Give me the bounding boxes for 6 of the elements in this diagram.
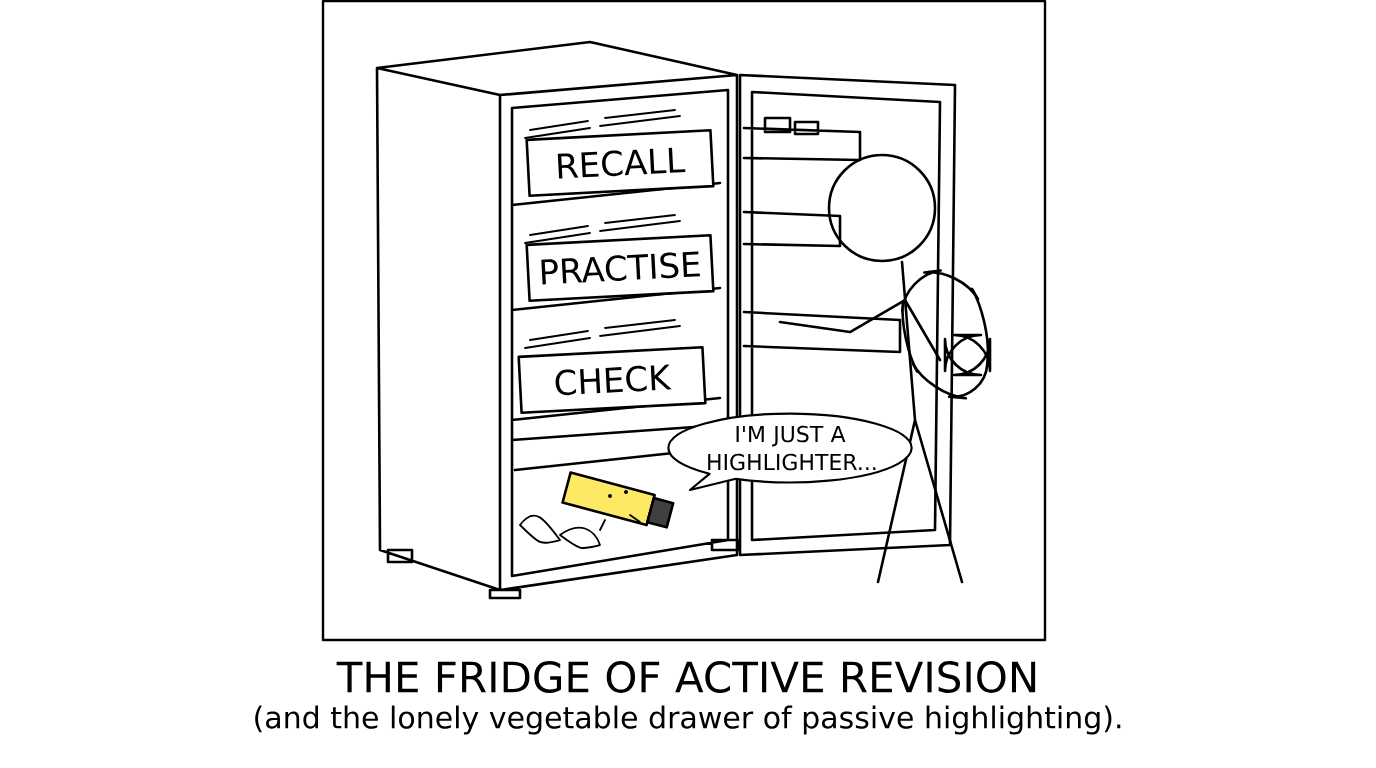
bin-label: RECALL [525, 128, 715, 198]
speech-bubble: I'M JUST A HIGHLIGHTER... [667, 412, 913, 492]
caption: (and the lonely vegetable drawer of passive highlighting). [255, 705, 1121, 735]
bin-label: CHECK [517, 345, 707, 415]
bin-label: PRACTISE [525, 233, 715, 303]
title: THE FRIDGE OF ACTIVE REVISION [336, 661, 1036, 693]
